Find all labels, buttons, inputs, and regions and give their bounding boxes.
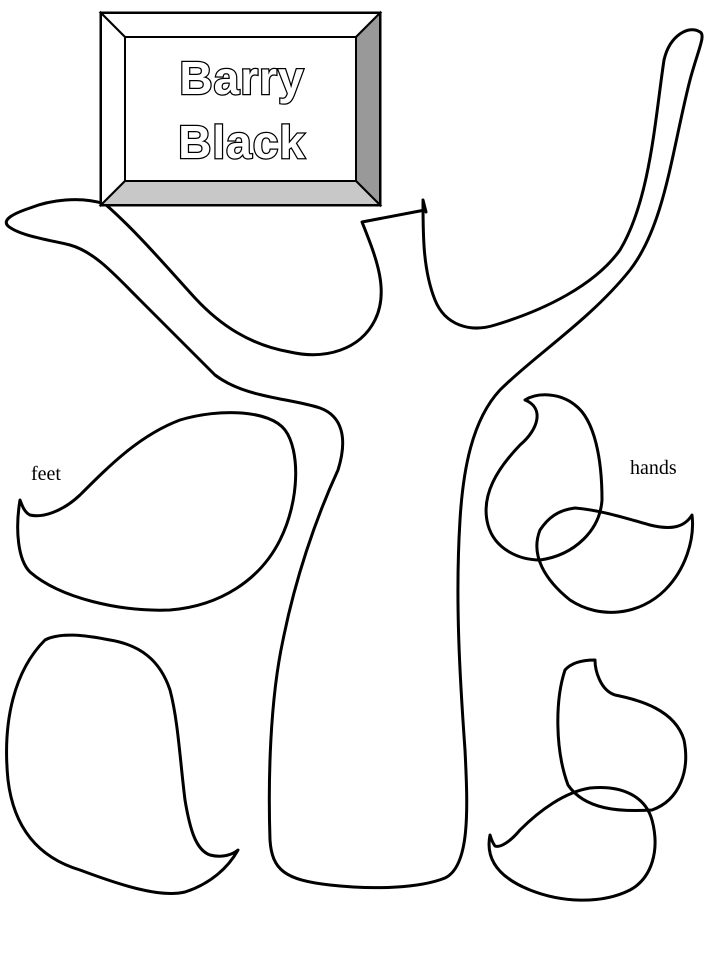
hand-shape-bottom-back <box>556 658 688 813</box>
trunk-stub-line <box>421 198 428 214</box>
sign-line-2: Black <box>178 116 306 168</box>
name-sign: Barry Black <box>98 10 383 208</box>
tree-trunk-outline <box>4 28 704 890</box>
sign-line-1: Barry <box>179 52 304 104</box>
sign-bevel-right <box>355 10 381 208</box>
feet-label: feet <box>31 463 61 485</box>
foot-shape-top <box>16 411 298 612</box>
sign-bevel-left <box>100 10 126 208</box>
sign-inner-panel <box>124 36 357 182</box>
foot-shape-bottom <box>5 633 240 895</box>
hand-shape-top-back <box>484 393 604 562</box>
sign-bevel-bottom <box>98 180 383 206</box>
hand-shape-top-front <box>535 506 695 614</box>
sign-bevel-top <box>98 12 383 38</box>
hands-label: hands <box>630 457 677 479</box>
hand-shape-bottom-front <box>487 785 657 902</box>
